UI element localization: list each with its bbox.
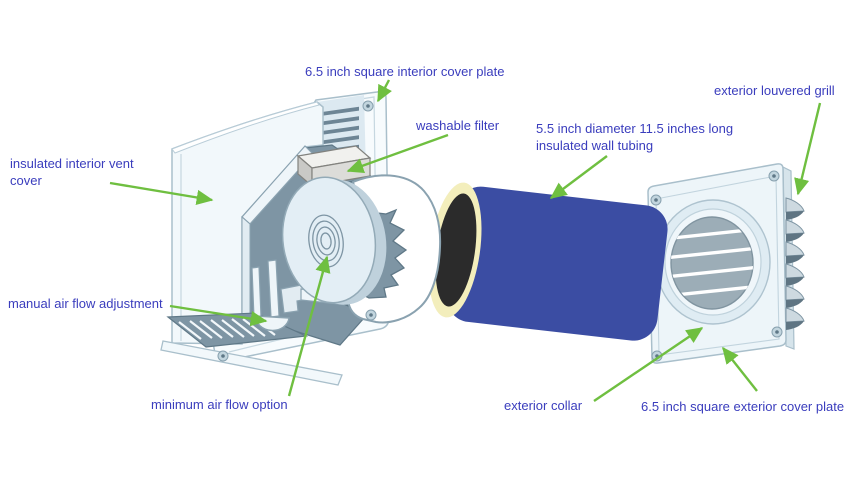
label-exterior-collar: exterior collar	[504, 398, 583, 413]
arrow-insulated-vent-cover	[109, 181, 214, 206]
label-exterior-louvered-grill: exterior louvered grill	[714, 83, 835, 98]
label-washable-filter: washable filter	[416, 118, 500, 133]
label-interior-cover-plate: 6.5 inch square interior cover plate	[305, 64, 505, 79]
callout-arrows	[109, 79, 822, 402]
louver-fin	[785, 263, 805, 279]
label-exterior-cover-plate: 6.5 inch square exterior cover plate	[641, 399, 845, 414]
arrow-exterior-collar	[593, 327, 704, 402]
slat-bar	[322, 106, 359, 116]
vent-cover-top-edge	[171, 101, 320, 154]
tube-body	[446, 186, 668, 341]
label-wall-tubing: 5.5 inch diameter 11.5 inches long insul…	[536, 121, 734, 153]
grill-slats	[666, 227, 758, 298]
linkage-rod	[267, 259, 280, 318]
louver-fin-shadow	[786, 211, 804, 220]
wall-tubing-graphic	[428, 182, 668, 341]
louver-fin	[785, 197, 805, 213]
interior-vent-cover-graphic	[160, 101, 343, 386]
louver-fin	[785, 219, 805, 235]
arrow-interior-cover-plate	[376, 79, 392, 103]
disc-face	[281, 176, 377, 304]
slat-bar	[322, 125, 359, 135]
exterior-louvered-fins	[785, 197, 805, 330]
interior-plate-screws	[217, 100, 377, 362]
slat-bar	[322, 116, 359, 126]
arrow-wall-tubing	[549, 155, 608, 199]
label-manual-air-flow: manual air flow adjustment	[8, 296, 163, 311]
vent-cover-bottom-band	[160, 340, 343, 386]
louver-fin-shadow	[786, 321, 804, 330]
louver-fin-shadow	[786, 255, 804, 264]
arrow-manual-air-flow	[169, 304, 268, 327]
grill-opening	[670, 216, 754, 310]
exterior-plate-screws	[650, 170, 783, 362]
louver-fin-shadow	[786, 233, 804, 242]
exterior-cover-plate-graphic	[647, 163, 805, 364]
tube-bore	[435, 193, 477, 307]
label-insulated-vent-cover: insulated interior vent cover	[10, 156, 134, 188]
arrow-washable-filter	[346, 133, 449, 174]
exterior-collar-graphic	[655, 199, 771, 325]
louver-fin-shadow	[786, 277, 804, 286]
arrow-minimum-air-flow	[287, 255, 331, 397]
label-minimum-air-flow: minimum air flow option	[151, 397, 288, 412]
arrow-exterior-louvered-grill	[794, 102, 822, 196]
slat-bar	[322, 135, 359, 145]
cut-edge-vertical	[241, 215, 251, 318]
linkage-rod	[251, 266, 262, 319]
louver-fin	[785, 241, 805, 257]
louver-fin-shadow	[786, 299, 804, 308]
louver-fin	[785, 307, 805, 323]
louver-fin	[785, 285, 805, 301]
arrow-exterior-cover-plate	[722, 346, 758, 392]
